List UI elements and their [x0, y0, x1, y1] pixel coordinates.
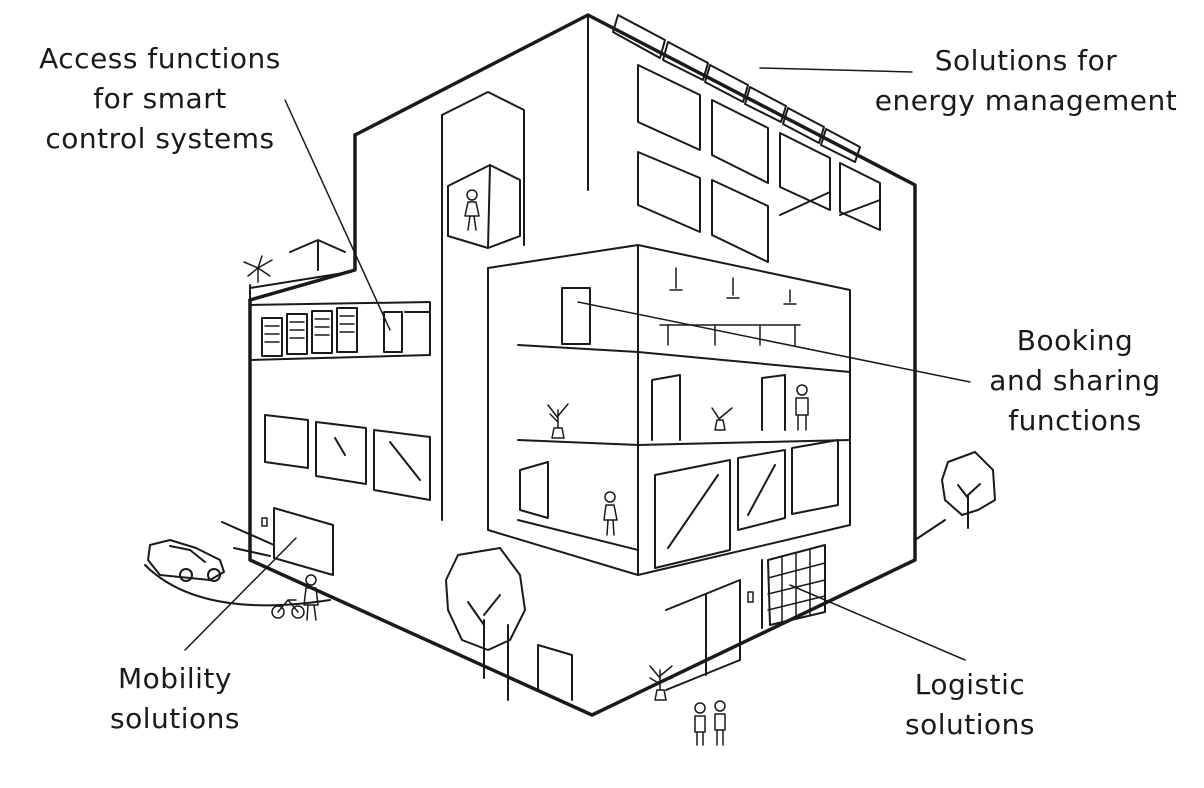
label-energy-management: Solutions for energy management [874, 44, 1178, 117]
solar-panel [782, 107, 825, 144]
upper-facade-windows [637, 64, 881, 263]
solar-panel [662, 41, 709, 81]
solar-panels [612, 14, 861, 163]
person-icon [795, 384, 809, 431]
ground-floor [507, 519, 946, 701]
access-door [383, 311, 403, 353]
plant-icon [547, 403, 569, 439]
bicycle-icon [271, 599, 305, 619]
leader-booking [577, 301, 971, 383]
palm-icon [243, 255, 273, 283]
plant-icon [711, 407, 733, 431]
garage-door [273, 507, 334, 576]
leader-energy [759, 67, 913, 73]
label-booking-sharing: Booking and sharing functions [989, 324, 1161, 437]
plant-icon [649, 665, 673, 701]
solar-panel [612, 14, 666, 59]
leader-access [284, 99, 391, 331]
person-icon [603, 491, 618, 536]
label-mobility-solutions: Mobility solutions [110, 662, 240, 735]
label-access-functions: Access functions for smart control syste… [39, 42, 281, 155]
person-icon [303, 574, 319, 621]
car-icon [147, 539, 225, 582]
solar-panel [820, 128, 861, 163]
leader-mobility [184, 537, 297, 651]
atrium [487, 244, 851, 576]
building-outline [248, 13, 917, 717]
label-logistic-solutions: Logistic solutions [905, 668, 1035, 741]
shutters [261, 307, 358, 357]
left-wing [243, 239, 431, 576]
solar-panel [744, 86, 787, 123]
leader-lines [184, 67, 971, 661]
parcel-lockers [767, 544, 826, 626]
person-icon [464, 189, 480, 231]
elevator [441, 91, 525, 521]
people-icon [694, 700, 726, 746]
tree-icon [445, 547, 526, 679]
solar-panel [704, 64, 749, 103]
leader-logistic [789, 584, 966, 661]
booking-door [561, 287, 591, 345]
tree-icon [941, 451, 996, 529]
